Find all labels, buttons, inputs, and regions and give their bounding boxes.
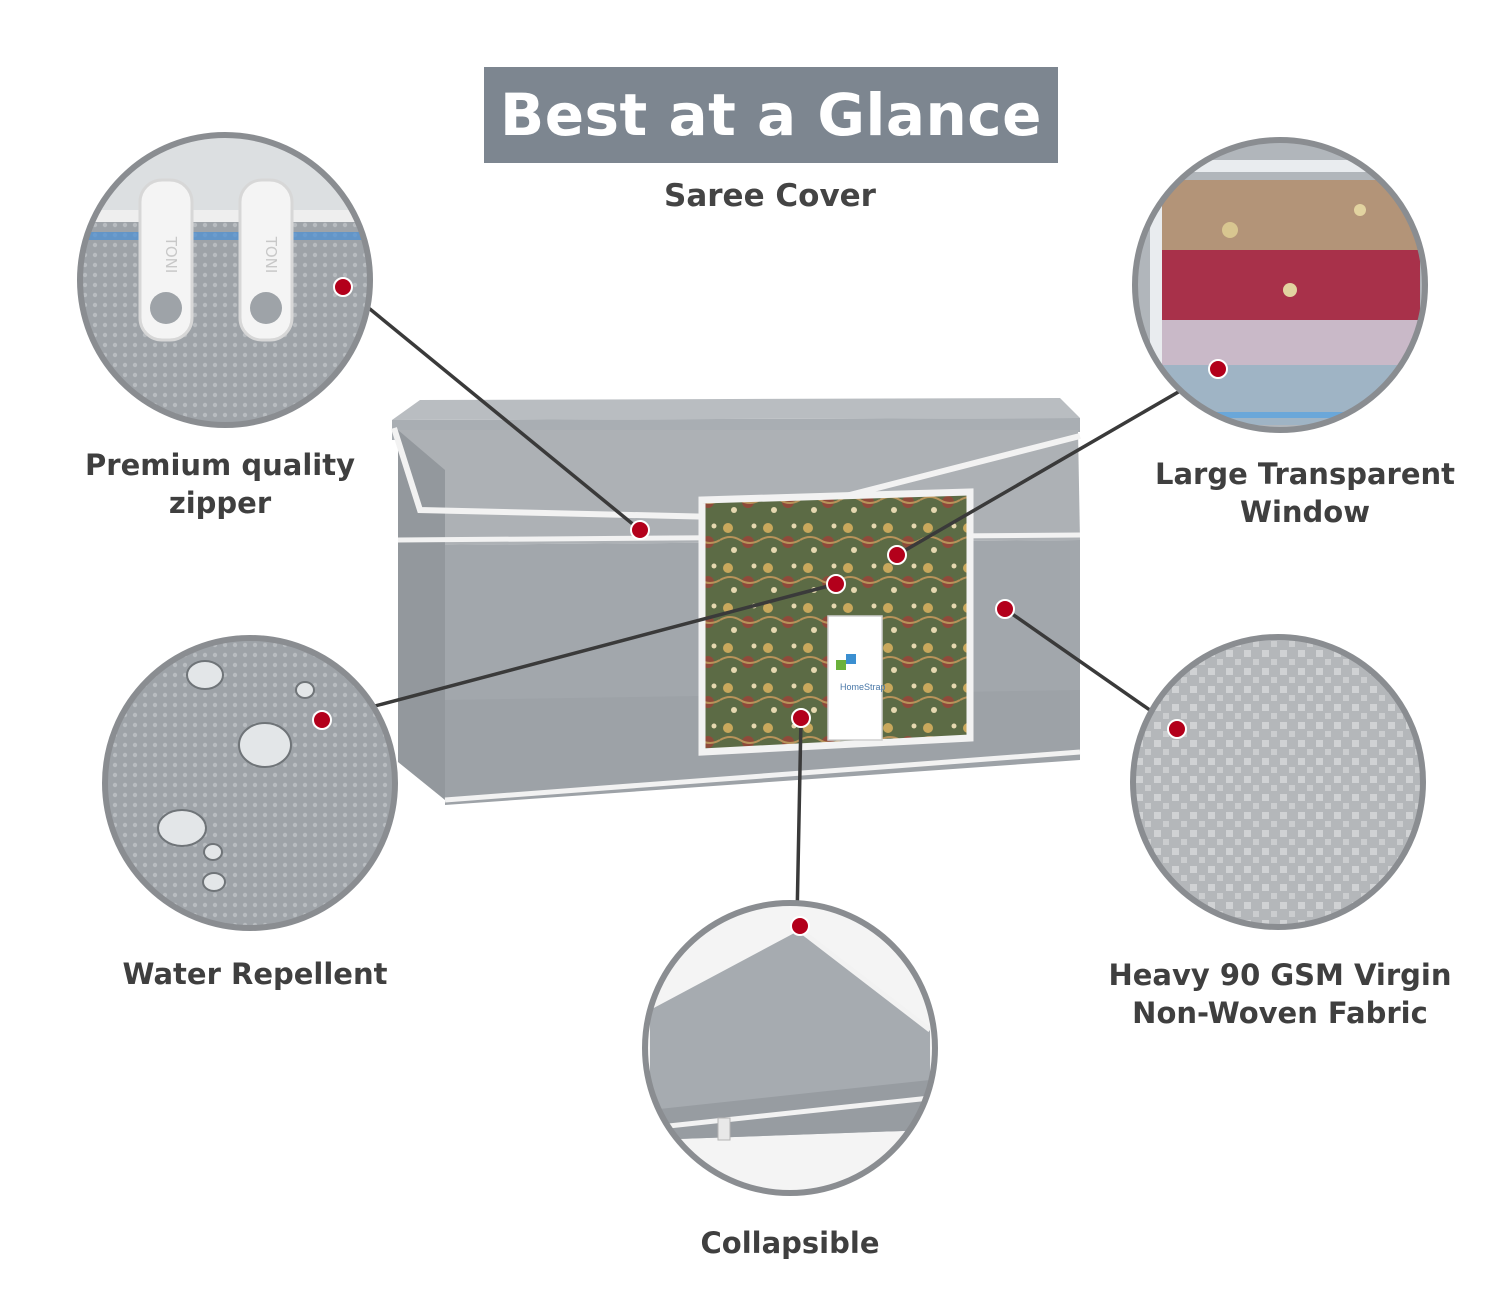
feature-fabric-line1: Heavy 90 GSM Virgin xyxy=(1108,958,1452,992)
feature-window-line1: Large Transparent xyxy=(1154,457,1456,491)
marker-fabric-bag xyxy=(995,599,1015,619)
marker-dots xyxy=(312,277,1228,936)
feature-window-line2: Window xyxy=(1239,495,1371,529)
marker-window-circle xyxy=(1208,359,1228,379)
feature-zipper-line1: Premium quality xyxy=(85,448,355,482)
connector-zipper xyxy=(341,285,642,532)
window-circle-border xyxy=(1132,137,1428,433)
page-subtitle: Saree Cover xyxy=(664,178,876,214)
saree-cover-bag xyxy=(391,398,1081,805)
water-repellent-detail-image xyxy=(105,638,395,928)
marker-fabric-circle xyxy=(1167,719,1187,739)
connector-water xyxy=(321,582,837,722)
connector-window xyxy=(896,367,1219,557)
zipper-puller-text-right: TONI xyxy=(262,236,280,274)
feature-water-line1: Water Repellent xyxy=(122,957,388,991)
zipper-puller-text-left: TONI xyxy=(162,236,180,274)
collapsible-circle-border xyxy=(642,900,938,1196)
marker-window-bag xyxy=(887,545,907,565)
feature-label-window: Large Transparent Window xyxy=(1130,455,1480,531)
collapsible-detail-image xyxy=(645,903,935,1193)
water-circle-border xyxy=(102,635,398,931)
marker-collapsible-bag xyxy=(791,708,811,728)
marker-water-bag xyxy=(826,574,846,594)
feature-label-water: Water Repellent xyxy=(90,955,420,993)
feature-collapsible-line1: Collapsible xyxy=(700,1226,880,1260)
page-title: Best at a Glance xyxy=(499,81,1042,149)
title-banner: Best at a Glance xyxy=(484,67,1058,163)
marker-water-circle xyxy=(312,710,332,730)
zipper-circle-border xyxy=(77,132,373,428)
fabric-detail-image xyxy=(1133,637,1423,927)
feature-label-fabric: Heavy 90 GSM Virgin Non-Woven Fabric xyxy=(1095,956,1465,1032)
feature-label-collapsible: Collapsible xyxy=(640,1224,940,1262)
product-tag-brand: HomeStrap xyxy=(840,682,886,692)
window-detail-image xyxy=(1135,140,1425,430)
marker-collapsible-circle xyxy=(790,916,810,936)
feature-zipper-line2: zipper xyxy=(168,486,272,520)
marker-zipper-circle xyxy=(333,277,353,297)
connector-fabric xyxy=(1003,607,1179,731)
feature-label-zipper: Premium quality zipper xyxy=(60,446,380,522)
fabric-circle-border xyxy=(1130,634,1426,930)
marker-zipper-bag xyxy=(630,520,650,540)
feature-fabric-line2: Non-Woven Fabric xyxy=(1132,996,1428,1030)
